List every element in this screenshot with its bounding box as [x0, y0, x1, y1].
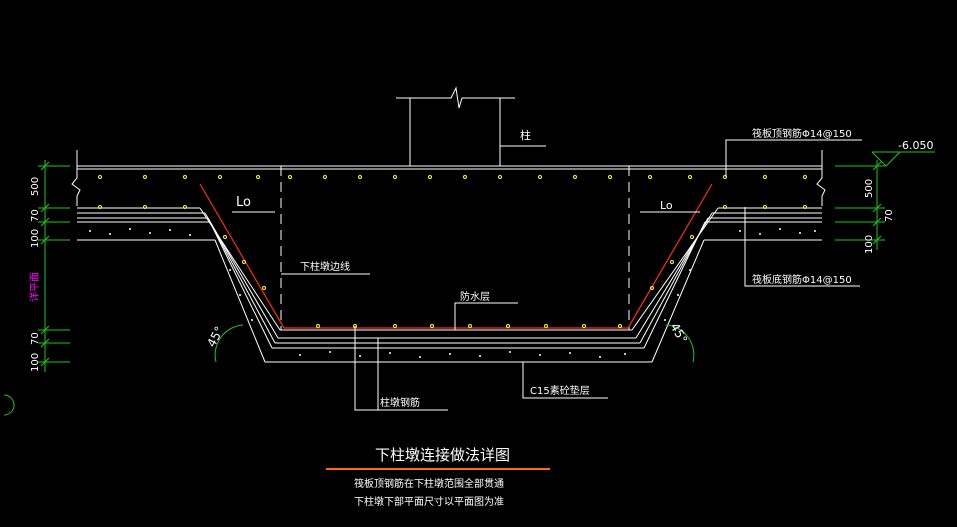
- leader-lines: [281, 139, 862, 411]
- bottom-bar-label: 筏板底钢筋Φ14@150: [752, 273, 852, 286]
- lo-right-label: Lo: [660, 199, 673, 212]
- angle-left-label: 45°: [204, 324, 226, 349]
- angle-arcs: [214, 324, 695, 363]
- dim-right-500: 500: [864, 179, 875, 198]
- note-2: 下柱墩下部平面尺寸以平面图为准: [354, 495, 504, 508]
- dim-chain-left: [38, 160, 70, 372]
- elevation-label: -6.050: [898, 139, 933, 152]
- dim-left-70b: 70: [30, 332, 41, 345]
- dim-left-70: 70: [30, 209, 41, 222]
- magenta-dim-label: 详平面: [28, 272, 41, 302]
- top-bar-label: 筏板顶钢筋Φ14@150: [752, 127, 852, 140]
- rebar-dots: [98, 175, 807, 328]
- dim-left-100b: 100: [30, 353, 41, 372]
- dim-right-100: 100: [864, 235, 875, 254]
- cushion-hatch: [89, 228, 816, 358]
- pier-line-label: 下柱墩边线: [300, 260, 350, 273]
- slab-outline: [71, 150, 826, 363]
- note-1: 筏板顶钢筋在下柱墩范围全部贯通: [354, 477, 504, 490]
- dim-chain-right: [835, 160, 885, 250]
- lo-left-label: Lo: [236, 195, 251, 210]
- cushion-label: C15素砼垫层: [530, 384, 590, 397]
- dim-left-500: 500: [30, 177, 41, 196]
- dim-left-100: 100: [30, 229, 41, 248]
- drawing-title: 下柱墩连接做法详图: [375, 446, 510, 464]
- rebar-red: [199, 183, 713, 329]
- angle-right-label: 45°: [667, 321, 690, 346]
- bottom-rebar-label: 柱墩钢筋: [380, 396, 420, 409]
- elevation-marker: [871, 151, 935, 167]
- dim-right-70: 70: [884, 209, 895, 222]
- waterproof-label: 防水层: [460, 290, 490, 303]
- pier-boundary: [280, 166, 630, 330]
- column-label: 柱: [520, 128, 531, 142]
- column: [396, 86, 546, 166]
- edge-arc: [3, 394, 15, 416]
